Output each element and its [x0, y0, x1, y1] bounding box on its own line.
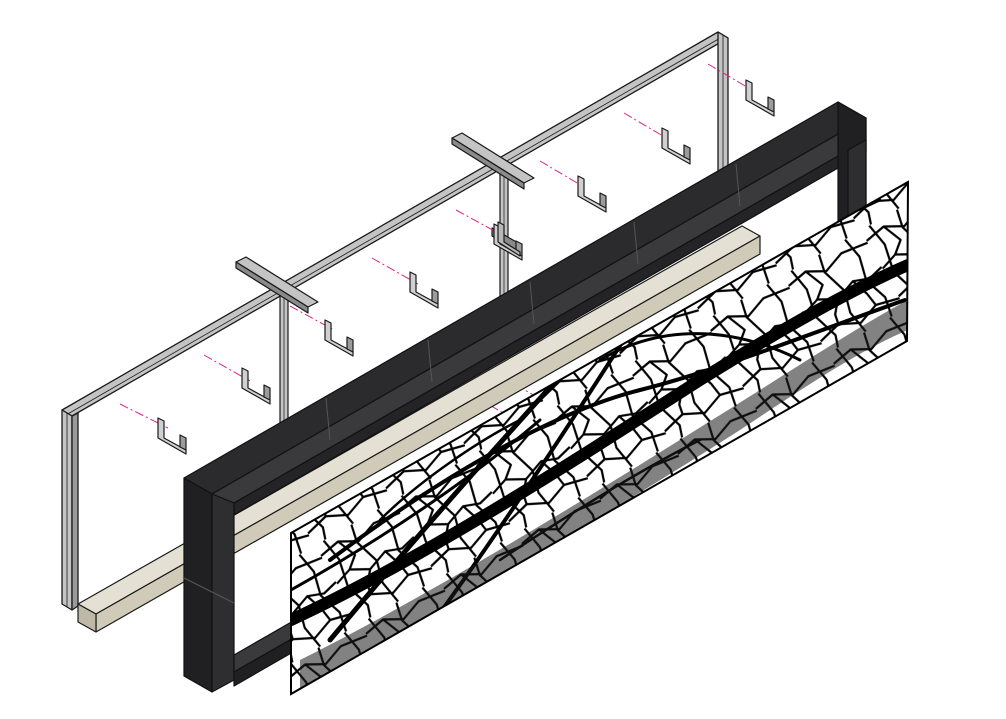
mounting-bracket — [577, 175, 607, 213]
mounting-bracket — [409, 271, 439, 309]
mounting-bracket — [661, 127, 691, 165]
timber-spacer — [77, 225, 761, 633]
mounting-bracket — [324, 319, 354, 357]
mounting-bracket — [157, 417, 187, 455]
mounting-bracket — [745, 79, 775, 117]
mounting-bracket — [497, 221, 521, 257]
mounting-bracket — [241, 367, 271, 405]
